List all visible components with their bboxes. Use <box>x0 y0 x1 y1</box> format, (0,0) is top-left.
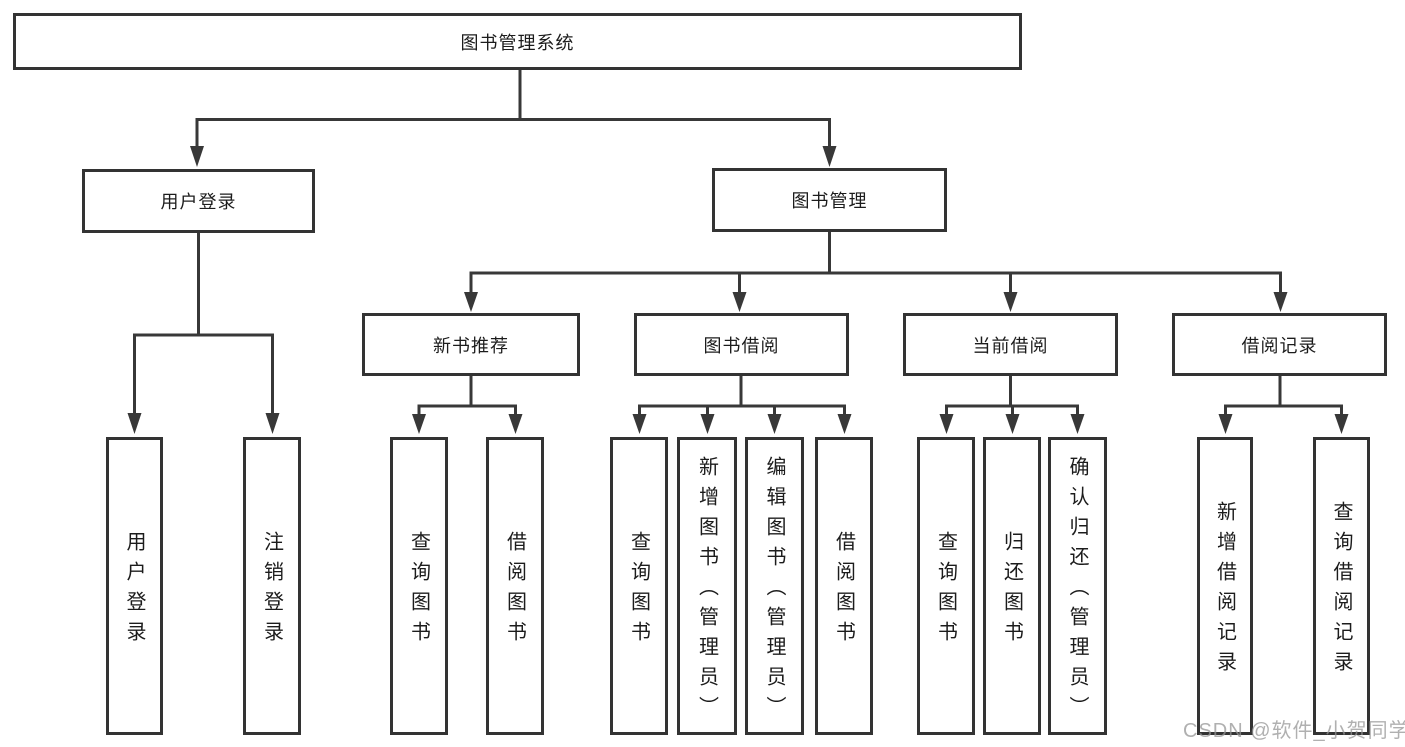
node-book-borrow: 图书借阅 <box>634 313 849 376</box>
node-user-login: 用户登录 <box>82 169 315 233</box>
leaf-add-book-admin: 新增图书（管理员） <box>677 437 737 735</box>
node-root-system: 图书管理系统 <box>13 13 1022 70</box>
leaf-borrow-books-label: 借阅图书 <box>832 531 855 651</box>
node-user-login-label: 用户登录 <box>160 192 237 212</box>
node-root-system-label: 图书管理系统 <box>460 32 575 53</box>
leaf-user-login: 用户登录 <box>106 437 163 735</box>
node-current-borrow: 当前借阅 <box>903 313 1118 376</box>
leaf-return-book-label: 归还图书 <box>1000 531 1023 651</box>
node-current-borrow-label: 当前借阅 <box>972 335 1049 356</box>
leaf-confirm-return-admin: 确认归还（管理员） <box>1048 437 1107 735</box>
leaf-borrow-books: 借阅图书 <box>815 437 873 735</box>
leaf-add-book-admin-label: 新增图书（管理员） <box>695 456 718 726</box>
leaf-query-borrow-record-label: 查询借阅记录 <box>1330 501 1352 681</box>
node-new-book-recommend-label: 新书推荐 <box>433 335 509 356</box>
leaf-query-books-recommend-label: 查询图书 <box>407 531 430 651</box>
node-borrow-records-label: 借阅记录 <box>1241 335 1318 356</box>
leaf-add-borrow-record-label: 新增借阅记录 <box>1213 501 1236 681</box>
leaf-user-login-label: 用户登录 <box>123 531 145 651</box>
node-book-management: 图书管理 <box>712 168 947 232</box>
node-book-management-label: 图书管理 <box>791 191 868 211</box>
leaf-query-books-borrow: 查询图书 <box>610 437 668 735</box>
leaf-logout-label: 注销登录 <box>260 531 283 651</box>
leaf-query-books-current-label: 查询图书 <box>934 531 957 651</box>
leaf-query-books-current: 查询图书 <box>917 437 975 735</box>
leaf-edit-book-admin-label: 编辑图书（管理员） <box>763 456 785 726</box>
leaf-add-borrow-record: 新增借阅记录 <box>1197 437 1253 735</box>
leaf-query-borrow-record: 查询借阅记录 <box>1313 437 1370 735</box>
leaf-confirm-return-admin-label: 确认归还（管理员） <box>1066 456 1088 726</box>
leaf-borrow-books-recommend-label: 借阅图书 <box>503 531 526 651</box>
csdn-watermark: CSDN @软件_小贺同学 <box>1183 720 1405 742</box>
leaf-return-book: 归还图书 <box>983 437 1041 735</box>
node-borrow-records: 借阅记录 <box>1172 313 1387 376</box>
leaf-logout: 注销登录 <box>243 437 301 735</box>
leaf-borrow-books-recommend: 借阅图书 <box>486 437 544 735</box>
leaf-query-books-borrow-label: 查询图书 <box>627 531 650 651</box>
leaf-edit-book-admin: 编辑图书（管理员） <box>745 437 804 735</box>
node-book-borrow-label: 图书借阅 <box>703 335 780 356</box>
leaf-query-books-recommend: 查询图书 <box>390 437 448 735</box>
node-new-book-recommend: 新书推荐 <box>362 313 580 376</box>
